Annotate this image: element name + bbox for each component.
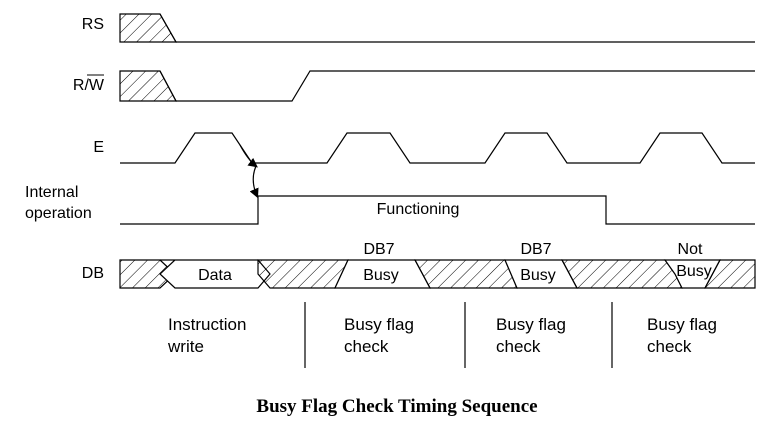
db-notbusy-segment bbox=[663, 259, 722, 289]
phase-3-line1: Busy flag bbox=[496, 315, 566, 334]
e-fall-arrow bbox=[239, 144, 258, 168]
busy-label-3: Busy bbox=[676, 263, 712, 280]
rw-line bbox=[159, 70, 755, 102]
db7-label-1: DB7 bbox=[363, 241, 394, 258]
rs-line bbox=[159, 13, 755, 43]
phase-4-line1: Busy flag bbox=[647, 315, 717, 334]
phase-2-line1: Busy flag bbox=[344, 315, 414, 334]
busy-label-2: Busy bbox=[520, 267, 556, 284]
db-waveform bbox=[119, 259, 756, 289]
rw-label: R/W bbox=[73, 74, 105, 94]
e-label: E bbox=[93, 139, 104, 156]
phase-3-line2: check bbox=[496, 337, 541, 356]
phase-1-line2: write bbox=[167, 337, 204, 356]
db-hatch-4 bbox=[560, 259, 683, 289]
db7-label-2: DB7 bbox=[520, 241, 551, 258]
diagram-caption: Busy Flag Check Timing Sequence bbox=[256, 396, 537, 417]
busy-label-1: Busy bbox=[363, 267, 399, 284]
internal-label-line2: operation bbox=[25, 205, 92, 222]
e-waveform bbox=[120, 132, 755, 164]
phase-1-line1: Instruction bbox=[168, 315, 246, 334]
rs-waveform bbox=[119, 13, 755, 43]
internal-waveform bbox=[120, 195, 755, 225]
db-data-label: Data bbox=[198, 267, 232, 284]
functioning-label: Functioning bbox=[377, 201, 460, 218]
db-hatch-2 bbox=[257, 259, 349, 289]
rs-label: RS bbox=[82, 16, 104, 33]
phase-2-line2: check bbox=[344, 337, 389, 356]
rw-waveform bbox=[119, 70, 755, 102]
phase-4-line2: check bbox=[647, 337, 692, 356]
db-hatch-3 bbox=[413, 259, 518, 289]
not-label: Not bbox=[678, 241, 703, 258]
rw-label-text: R/W bbox=[73, 77, 105, 94]
db-hatch-5 bbox=[703, 259, 756, 289]
internal-label-line1: Internal bbox=[25, 184, 78, 201]
db-label: DB bbox=[82, 265, 104, 282]
internal-start-arrow bbox=[249, 165, 259, 199]
